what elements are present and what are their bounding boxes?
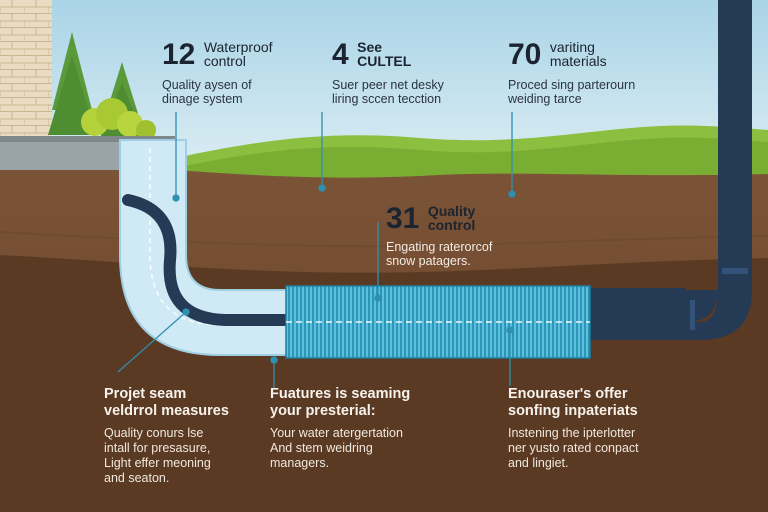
description-line: Quality aysen of xyxy=(162,78,252,92)
brick-wall xyxy=(0,0,52,140)
callout-materials: 70 variting materials xyxy=(508,40,607,70)
feature-body: and seaton. xyxy=(104,471,170,485)
description-line: Engating raterorcof xyxy=(386,240,493,254)
feature-body: Your water atergertation xyxy=(270,426,403,440)
bushes xyxy=(81,98,156,140)
description-line: Proced sing parterourn xyxy=(508,78,636,92)
description-line: liring sccen tecction xyxy=(332,92,442,106)
callout-label: control xyxy=(427,217,476,233)
feature-heading: veldrrol measures xyxy=(104,403,229,419)
callout-label: materials xyxy=(549,53,607,69)
callout-label: control xyxy=(203,53,246,69)
leader-lines xyxy=(117,112,516,388)
feature-body: and lingiet. xyxy=(508,456,569,470)
callout-waterproof: 12 Waterproof control xyxy=(162,40,273,70)
callout-description: Engating raterorcof snow patagers. xyxy=(386,240,536,268)
feature-body: And stem weidring xyxy=(270,441,373,455)
feature-body: Instening the ipterlotter xyxy=(508,426,636,440)
feature-block-presterial: Fuatures is seaming your presterial: You… xyxy=(270,386,460,471)
mesh-filter xyxy=(285,285,591,359)
callout-quality: 31 Quality control xyxy=(386,204,475,234)
callout-label: variting xyxy=(549,39,595,55)
vertical-pipe xyxy=(590,0,752,340)
callout-number: 70 xyxy=(508,38,542,71)
callout-number: 31 xyxy=(386,202,420,235)
callout-label: Quality xyxy=(427,203,476,219)
callout-label: CULTEL xyxy=(357,53,412,69)
callout-number: 12 xyxy=(162,38,196,71)
feature-heading: Projet seam xyxy=(104,386,187,402)
callout-description: Proced sing parterourn weiding tarce xyxy=(508,78,678,106)
feature-body: Light effer meoning xyxy=(104,456,211,470)
feature-heading: sonfing inpateriats xyxy=(508,403,638,419)
translucent-pipe xyxy=(119,139,291,356)
feature-body: ner yusto rated conpact xyxy=(508,441,639,455)
feature-body: managers. xyxy=(270,456,330,470)
callout-description: Quality aysen of dinage system xyxy=(162,78,312,106)
callout-description: Suer peer net desky liring sccen tecctio… xyxy=(332,78,502,106)
description-line: snow patagers. xyxy=(386,254,471,268)
callout-label: See xyxy=(357,39,383,55)
description-line: dinage system xyxy=(162,92,243,106)
feature-body: Quality conurs lse xyxy=(104,426,204,440)
callout-cultel: 4 See CULTEL xyxy=(332,40,411,70)
feature-heading: Fuatures is seaming xyxy=(270,386,411,402)
description-line: Suer peer net desky xyxy=(332,78,444,92)
feature-block-seam: Projet seam veldrrol measures Quality co… xyxy=(104,386,294,486)
callout-number: 4 xyxy=(332,38,349,71)
feature-heading: your presterial: xyxy=(270,403,376,419)
callout-label: Waterproof xyxy=(203,39,273,55)
feature-block-offer: Enouraser's offer sonfing inpateriats In… xyxy=(508,386,698,471)
description-line: weiding tarce xyxy=(508,92,582,106)
feature-heading: Enouraser's offer xyxy=(508,386,628,402)
feature-body: intall for presasure, xyxy=(104,441,211,455)
